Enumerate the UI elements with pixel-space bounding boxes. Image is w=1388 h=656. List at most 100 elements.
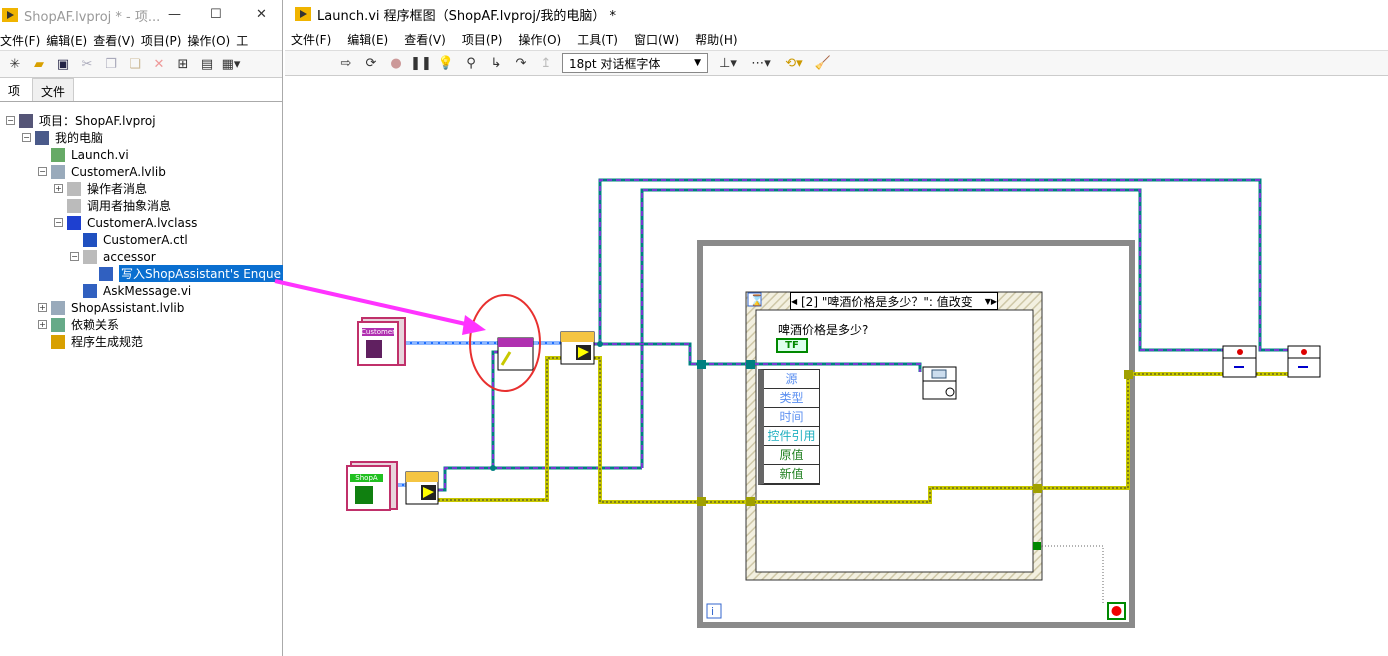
menu-view[interactable]: 查看(V) (404, 32, 446, 47)
tree-item[interactable]: −CustomerA.lvlib (38, 163, 166, 180)
event-data-field[interactable]: 控件引用 (764, 427, 819, 446)
collapse-icon[interactable]: − (22, 133, 31, 142)
tree-item[interactable]: AskMessage.vi (70, 282, 191, 299)
labview-icon (295, 7, 311, 21)
abort-icon[interactable]: ● (390, 55, 402, 71)
retain-wire-values-icon[interactable]: ⚲ (466, 55, 476, 71)
tree-item[interactable]: 写入ShopAssistant's Enque (86, 265, 284, 282)
menu-operate[interactable]: 操作(O) (187, 33, 231, 48)
decrement-icon[interactable]: ◀ (791, 296, 798, 306)
chevron-down-icon[interactable]: ▼▶ (984, 296, 997, 306)
minimize-button[interactable]: — (168, 7, 181, 22)
tree-item[interactable]: −我的电脑 (22, 129, 103, 146)
cut-icon[interactable]: ✂ (81, 56, 93, 72)
send-message-node[interactable] (922, 366, 957, 400)
expand-icon[interactable]: + (38, 303, 47, 312)
menu-window[interactable]: 窗口(W) (633, 32, 680, 47)
stop-actor-node-1[interactable] (1222, 345, 1257, 378)
tree-item[interactable]: +操作者消息 (54, 180, 147, 197)
collapse-icon[interactable]: − (54, 218, 63, 227)
enqueuer-wires[interactable] (438, 178, 1288, 492)
project-menu-bar: 文件(F) 编辑(E) 查看(V) 项目(P) 操作(O) 工 (0, 30, 282, 50)
view-options-icon[interactable]: ▦▾ (221, 56, 241, 72)
class-wires[interactable] (397, 341, 561, 487)
menu-tools[interactable]: 工 (236, 33, 249, 48)
class-constant-shop[interactable] (346, 461, 398, 511)
step-over-icon[interactable]: ↷ (515, 55, 527, 71)
pause-icon[interactable]: ❚❚ (410, 55, 432, 71)
step-out-icon[interactable]: ↥ (540, 55, 552, 71)
event-data-field[interactable]: 原值 (764, 446, 819, 465)
stop-actor-node-2[interactable] (1287, 345, 1321, 378)
collapse-icon[interactable]: − (6, 116, 15, 125)
clean-up-diagram-icon[interactable]: 🧹 (814, 55, 832, 71)
boolean-terminal[interactable]: TF (776, 338, 808, 353)
event-data-field[interactable]: 新值 (764, 465, 819, 484)
tree-item[interactable]: Launch.vi (38, 146, 129, 163)
delete-icon[interactable]: ✕ (153, 56, 165, 72)
collapse-icon[interactable]: − (70, 252, 79, 261)
tree-item[interactable]: −CustomerA.lvclass (54, 214, 197, 231)
tree-item-label: AskMessage.vi (103, 283, 192, 298)
timeout-terminal[interactable] (747, 292, 762, 307)
run-icon[interactable]: ⇨ (340, 55, 352, 71)
save-all-icon[interactable]: ▣ (56, 56, 70, 72)
event-data-field[interactable]: 类型 (764, 389, 819, 408)
collapse-icon[interactable]: − (38, 167, 47, 176)
tree-item[interactable]: +依赖关系 (38, 316, 119, 333)
step-into-icon[interactable]: ↳ (490, 55, 502, 71)
save-build-icon[interactable]: ▤ (200, 56, 214, 72)
tree-item[interactable]: 程序生成规范 (38, 333, 143, 350)
menu-operate[interactable]: 操作(O) (518, 32, 562, 47)
menu-edit[interactable]: 编辑(E) (347, 32, 389, 47)
tree-item[interactable]: CustomerA.ctl (70, 231, 188, 248)
menu-file[interactable]: 文件(F) (291, 32, 332, 47)
launch-actor-node-1[interactable] (560, 331, 595, 365)
error-wires[interactable] (438, 356, 1288, 504)
tree-item[interactable]: − accessor (70, 248, 156, 265)
event-data-field[interactable]: 源 (764, 370, 819, 389)
build-icon[interactable]: ⊞ (177, 56, 189, 72)
menu-tools[interactable]: 工具(T) (577, 32, 618, 47)
paste-icon[interactable]: ❏ (129, 56, 141, 72)
close-button[interactable]: ✕ (256, 7, 267, 22)
menu-help[interactable]: 帮助(H) (695, 32, 738, 47)
expand-icon[interactable]: + (54, 184, 63, 193)
loop-stop-terminal[interactable] (1107, 602, 1126, 620)
event-case-selector[interactable]: ◀ [2] "啤酒价格是多少？": 值改变 ▼▶ (790, 292, 998, 310)
tree-item[interactable]: 调用者抽象消息 (54, 197, 171, 214)
menu-file[interactable]: 文件(F) (0, 33, 41, 48)
expand-icon[interactable]: + (38, 320, 47, 329)
menu-view[interactable]: 查看(V) (93, 33, 135, 48)
tab-files[interactable]: 文件 (32, 78, 75, 101)
reorder-icon[interactable]: ⟲▾ (785, 55, 803, 71)
tab-items[interactable]: 项 (0, 78, 29, 101)
library-icon (51, 164, 65, 179)
distribute-objects-icon[interactable]: ⋯▾ (751, 55, 771, 71)
event-data-node[interactable]: 源类型时间控件引用原值新值 (758, 369, 820, 485)
run-continuously-icon[interactable]: ⟳ (365, 55, 377, 71)
write-accessor-node[interactable] (497, 337, 534, 371)
folder-icon (83, 249, 97, 264)
align-objects-icon[interactable]: ⊥▾ (719, 55, 737, 71)
tree-item[interactable]: +ShopAssistant.lvlib (38, 299, 184, 316)
copy-icon[interactable]: ❐ (105, 56, 117, 72)
menu-project[interactable]: 项目(P) (140, 33, 182, 48)
method-vi-icon (99, 266, 113, 281)
event-data-field[interactable]: 时间 (764, 408, 819, 427)
launch-actor-node-2[interactable] (405, 471, 439, 505)
while-loop[interactable] (697, 240, 1135, 628)
open-icon[interactable]: ▰ (34, 56, 44, 72)
new-icon[interactable]: ✳ (9, 56, 21, 72)
highlight-execution-icon[interactable]: 💡 (437, 55, 455, 71)
tree-item-label: accessor (103, 249, 156, 264)
project-title-bar: ShopAF.lvproj * - 项... — ☐ ✕ (0, 0, 282, 30)
tree-item[interactable]: −项目：ShopAF.lvproj (6, 112, 156, 129)
folder-icon (67, 181, 81, 196)
maximize-button[interactable]: ☐ (210, 7, 222, 22)
font-select[interactable]: 18pt 对话框字体▼ (562, 53, 708, 73)
class-constant-customer[interactable] (357, 317, 406, 366)
menu-project[interactable]: 项目(P) (461, 32, 503, 47)
menu-edit[interactable]: 编辑(E) (46, 33, 88, 48)
